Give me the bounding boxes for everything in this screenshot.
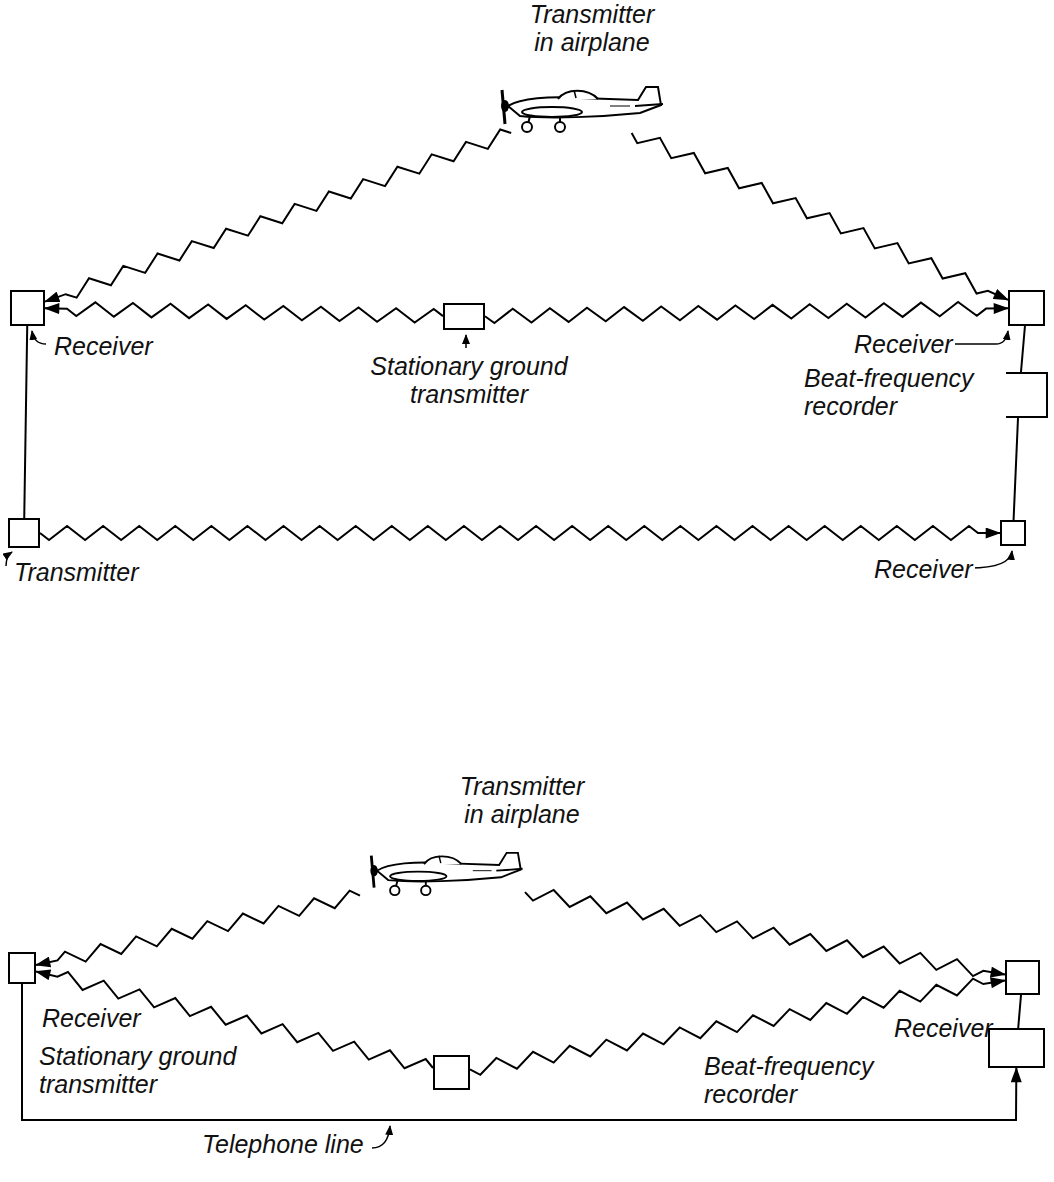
receiver-box: Receiver — [1000, 520, 1026, 546]
receiver-box: Receiver — [1005, 960, 1040, 995]
node-label: Beat-frequency recorder — [702, 1052, 906, 1108]
node-label: Transmitter in airplane — [445, 772, 599, 828]
leader-arrow — [970, 551, 1012, 568]
radio-path — [632, 133, 1008, 300]
node-label: Stationary ground transmitter — [347, 352, 591, 408]
radio-path — [36, 891, 360, 965]
node-label: Receiver — [40, 1004, 143, 1032]
line-label: Telephone line — [200, 1130, 366, 1158]
airplane-transmitter: Transmitter in airplane — [490, 85, 665, 133]
radio-path — [45, 302, 443, 322]
leader-arrow — [372, 1126, 390, 1148]
wire-line — [24, 326, 27, 518]
recorder-box: Beat-frequency recorder — [990, 372, 1048, 418]
node-label: Receiver — [852, 330, 955, 358]
airplane-drawing — [501, 87, 663, 132]
wire-line — [22, 984, 1016, 1120]
ground-transmitter-box: Stationary ground transmitter — [443, 303, 485, 330]
node-label: Transmitter — [12, 558, 141, 586]
leader-arrow — [32, 331, 46, 344]
node-label: Beat-frequency recorder — [802, 364, 1006, 420]
node-label: Receiver — [872, 555, 975, 583]
node-label: Transmitter in airplane — [515, 0, 669, 56]
airplane-transmitter: Transmitter in airplane — [360, 852, 525, 904]
radio-path — [40, 526, 1000, 540]
receiver-box: Receiver — [10, 290, 45, 326]
node-label: Stationary ground transmitter — [37, 1042, 281, 1098]
transmitter-box: Transmitter — [8, 518, 40, 548]
recorder-box: Beat-frequency recorder — [988, 1028, 1045, 1068]
receiver-box: Receiver — [8, 952, 36, 984]
wire-line — [1014, 418, 1018, 520]
leader-arrow — [465, 335, 467, 348]
leader-arrow — [950, 331, 1008, 344]
radio-path — [485, 302, 1008, 323]
receiver-box: Receiver — [1008, 290, 1045, 326]
radio-path — [45, 130, 511, 302]
wire-line — [1018, 995, 1021, 1028]
node-label: Receiver — [52, 332, 155, 360]
airplane-drawing — [370, 853, 522, 895]
node-label: Receiver — [892, 1014, 995, 1042]
wire-line — [1021, 326, 1025, 372]
leader-arrows — [6, 331, 1012, 1148]
radio-path — [525, 890, 1005, 976]
ground-transmitter-box: Stationary ground transmitter — [433, 1055, 470, 1090]
